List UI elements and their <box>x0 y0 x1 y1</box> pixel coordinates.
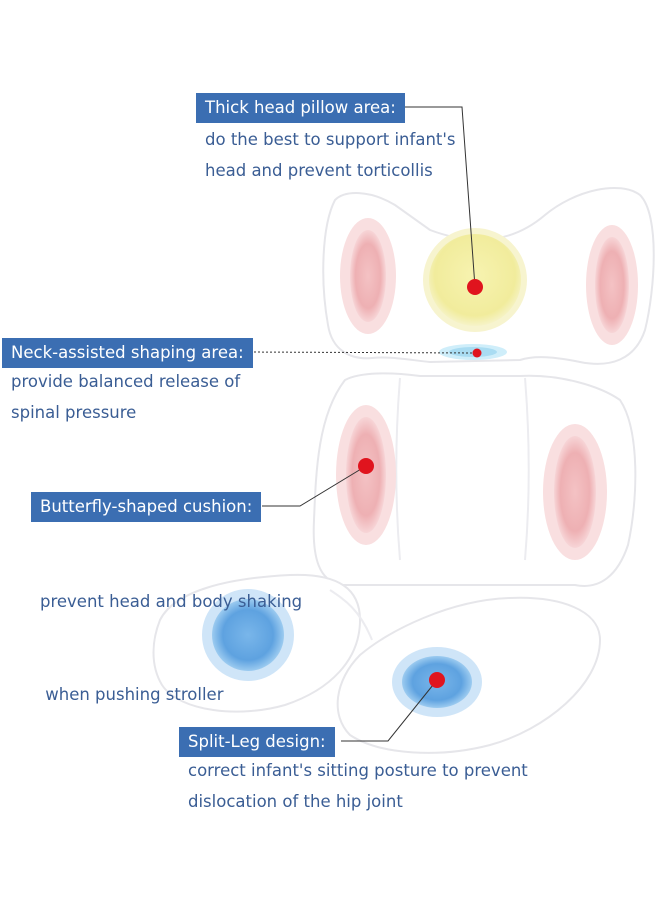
split-leg-description: correct infant's sitting posture to prev… <box>188 755 528 817</box>
neck-description: provide balanced release of spinal press… <box>11 366 240 428</box>
butterfly-leader <box>262 465 367 507</box>
neck-label: Neck-assisted shaping area: <box>2 338 253 368</box>
neck-desc-line-1: provide balanced release of <box>11 372 241 391</box>
split-leg-leader <box>341 679 438 742</box>
butterfly-desc-line-1: prevent head and body shaking <box>40 592 303 611</box>
head-pillow-desc-line-2: head and prevent torticollis <box>205 161 433 180</box>
head-pillow-label: Thick head pillow area: <box>196 93 405 123</box>
neck-marker <box>472 348 482 358</box>
neck-desc-line-2: spinal pressure <box>11 403 137 422</box>
head-pillow-desc-line-1: do the best to support infant's <box>205 130 456 149</box>
split-leg-desc-line-1: correct infant's sitting posture to prev… <box>188 761 528 780</box>
head-pillow-leader <box>398 106 476 288</box>
butterfly-description: prevent head and body shaking when pushi… <box>40 524 302 741</box>
split-leg-label: Split-Leg design: <box>179 727 335 757</box>
split-leg-desc-line-2: dislocation of the hip joint <box>188 792 403 811</box>
butterfly-marker <box>358 458 374 474</box>
side-zones <box>336 218 638 560</box>
leader-lines <box>245 106 478 742</box>
fold-lines <box>329 377 530 641</box>
markers <box>358 279 483 688</box>
butterfly-label: Butterfly-shaped cushion: <box>31 492 262 522</box>
head-pillow-description: do the best to support infant's head and… <box>205 124 456 186</box>
neck-leader <box>245 351 478 354</box>
butterfly-desc-line-2: when pushing stroller <box>40 685 224 704</box>
split-leg-marker <box>429 672 445 688</box>
head-pillow-marker <box>467 279 483 295</box>
